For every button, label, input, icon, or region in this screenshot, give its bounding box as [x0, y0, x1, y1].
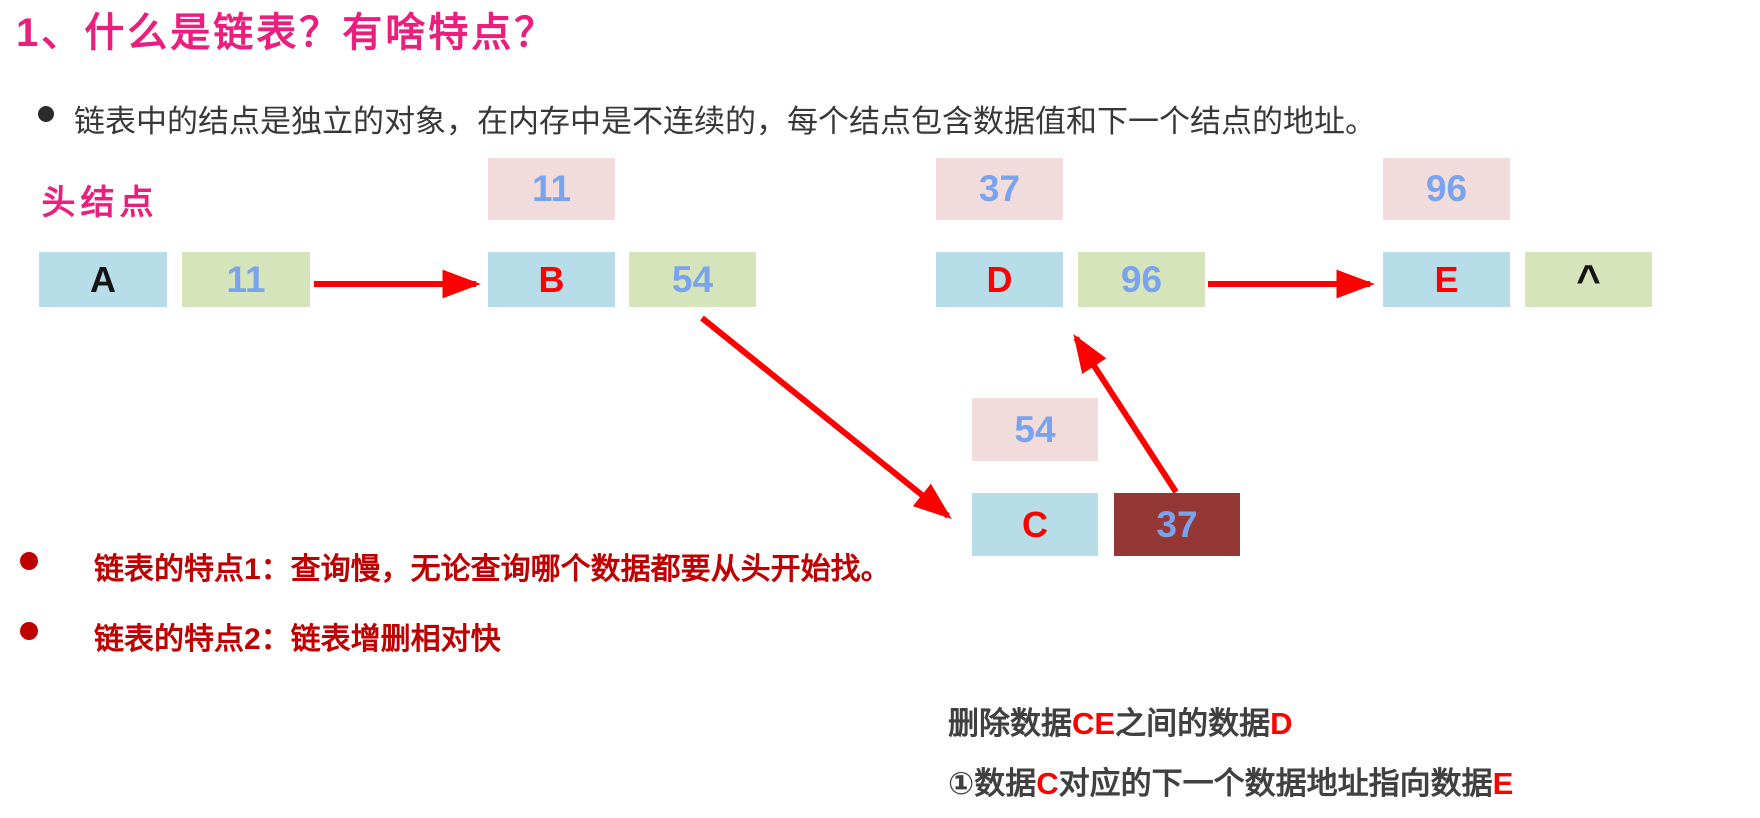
- addr-box-c: 54: [972, 398, 1098, 461]
- note-highlight-c: C: [1036, 766, 1059, 801]
- note-segment: 之间的数据: [1115, 706, 1271, 741]
- node-c-data-box: C: [972, 493, 1098, 556]
- node-e-next-box: ^: [1525, 252, 1652, 307]
- bullet-icon: [20, 622, 38, 640]
- addr-box-e: 96: [1383, 158, 1510, 220]
- node-c-next-box-deleted: 37: [1114, 493, 1240, 556]
- addr-value-c: 54: [1014, 408, 1056, 450]
- feature-2-row: 链表的特点2：链表增删相对快: [20, 614, 501, 658]
- node-a-data-box: A: [39, 252, 167, 307]
- node-b-next-value: 54: [671, 258, 714, 300]
- head-node-label: 头结点: [23, 168, 177, 231]
- node-e-data-box: E: [1383, 252, 1510, 307]
- addr-value-b: 11: [531, 168, 572, 209]
- feature-1-row: 链表的特点1：查询慢，无论查询哪个数据都要从头开始找。: [20, 544, 891, 588]
- addr-box-b: 11: [488, 158, 615, 220]
- addr-value-e: 96: [1425, 168, 1468, 209]
- bullet-icon: [20, 552, 38, 570]
- arrow-b-to-c: [700, 315, 952, 520]
- node-b-data-box: B: [488, 252, 615, 307]
- bullet-icon: [38, 106, 54, 122]
- node-b-next-box: 54: [629, 252, 756, 307]
- note-highlight-e: E: [1492, 766, 1514, 801]
- addr-box-d: 37: [936, 158, 1063, 220]
- node-a-next-value: 11: [226, 258, 266, 300]
- node-e-letter: E: [1434, 258, 1459, 300]
- node-c-letter: C: [1022, 503, 1048, 545]
- title-bar: 1、什么是链表？有啥特点？: [0, 0, 1105, 57]
- node-c-next-value: 37: [1156, 503, 1198, 545]
- page-title: 1、什么是链表？有啥特点？: [16, 10, 558, 55]
- note-segment: ①数据: [948, 766, 1037, 801]
- node-d-letter: D: [986, 258, 1013, 300]
- note-delete-line: 删除数据CE之间的数据D: [948, 698, 1292, 743]
- note-segment: 删除数据: [948, 706, 1072, 741]
- node-d-next-box: 96: [1078, 252, 1205, 307]
- node-e-null-pointer: ^: [1576, 255, 1601, 303]
- node-a-next-box: 11: [182, 252, 310, 307]
- addr-value-d: 37: [978, 168, 1021, 209]
- intro-bullet-row: 链表中的结点是独立的对象，在内存中是不连续的，每个结点包含数据值和下一个结点的地…: [38, 96, 1376, 141]
- feature-1-text: 链表的特点1：查询慢，无论查询哪个数据都要从头开始找。: [94, 553, 891, 586]
- intro-bullet-text: 链表中的结点是独立的对象，在内存中是不连续的，每个结点包含数据值和下一个结点的地…: [74, 104, 1376, 139]
- note-segment: 对应的下一个数据地址指向数据: [1058, 766, 1493, 801]
- note-highlight-d: D: [1270, 706, 1293, 741]
- node-a-letter: A: [90, 258, 116, 300]
- note-highlight-ce: CE: [1072, 706, 1116, 741]
- feature-2-text: 链表的特点2：链表增删相对快: [94, 623, 501, 656]
- node-d-data-box: D: [936, 252, 1063, 307]
- node-d-next-value: 96: [1120, 258, 1163, 300]
- note-step1-line: ①数据C对应的下一个数据地址指向数据E: [948, 758, 1513, 803]
- node-b-letter: B: [538, 258, 565, 300]
